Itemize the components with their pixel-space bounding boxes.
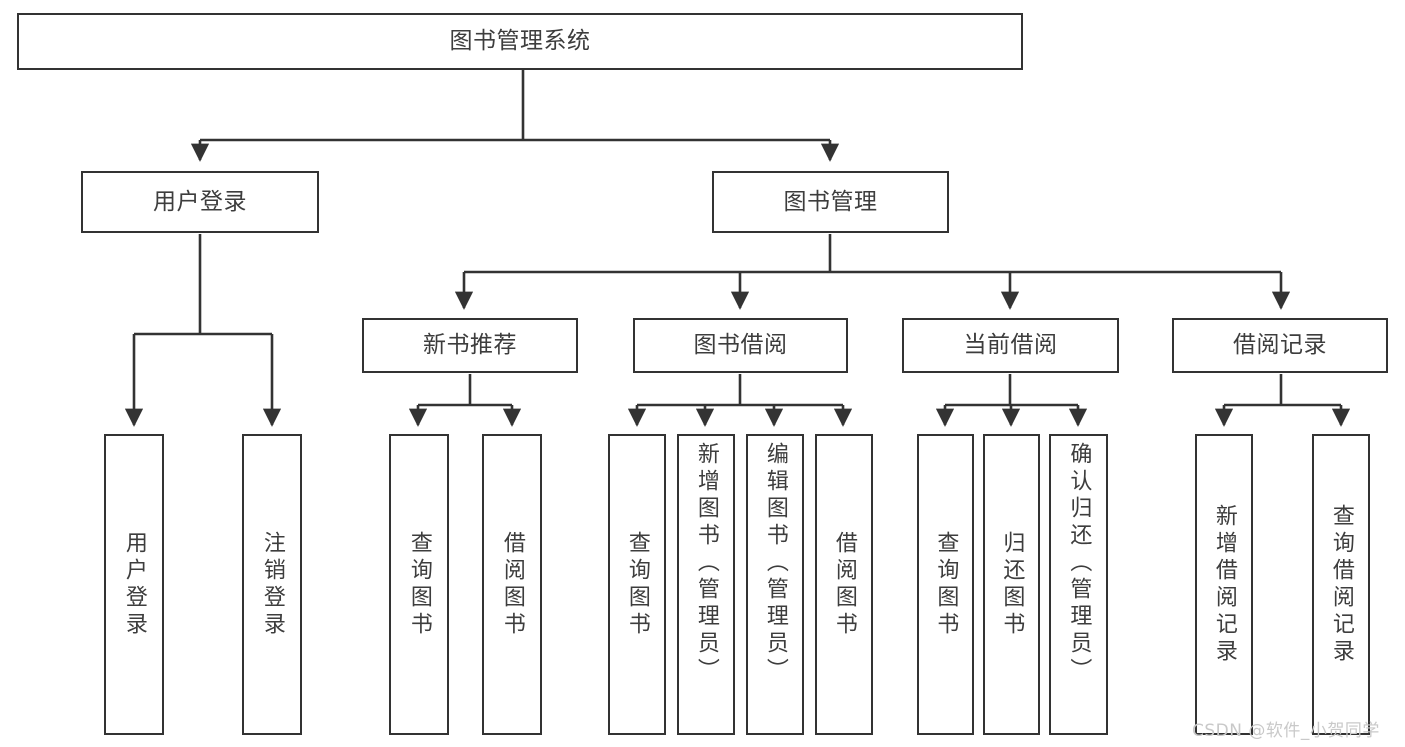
node-root-label: 图书管理系统 bbox=[449, 28, 591, 55]
node-new-book-recommend[interactable]: 新书推荐 bbox=[362, 318, 578, 373]
node-new-book-recommend-label: 新书推荐 bbox=[423, 332, 517, 359]
leaf-record-query[interactable]: 查询借阅记录 bbox=[1312, 434, 1370, 735]
leaf-borrow-add-book-label: 新增图书（管理员） bbox=[693, 442, 719, 685]
leaf-current-confirm-return[interactable]: 确认归还（管理员） bbox=[1049, 434, 1108, 735]
leaf-recommend-query-book-label: 查询图书 bbox=[406, 530, 432, 639]
leaf-borrow-borrow-book[interactable]: 借阅图书 bbox=[815, 434, 873, 735]
leaf-borrow-add-book[interactable]: 新增图书（管理员） bbox=[677, 434, 735, 735]
leaf-recommend-query-book[interactable]: 查询图书 bbox=[389, 434, 449, 735]
node-book-manage[interactable]: 图书管理 bbox=[712, 171, 949, 233]
node-book-borrow-label: 图书借阅 bbox=[693, 332, 788, 359]
leaf-current-confirm-return-label: 确认归还（管理员） bbox=[1066, 442, 1092, 685]
node-book-manage-label: 图书管理 bbox=[783, 188, 878, 215]
node-book-borrow[interactable]: 图书借阅 bbox=[633, 318, 848, 373]
node-user-login-label: 用户登录 bbox=[153, 188, 247, 215]
leaf-record-query-label: 查询借阅记录 bbox=[1328, 503, 1354, 666]
leaf-record-add-label: 新增借阅记录 bbox=[1211, 503, 1237, 666]
leaf-current-query-book-label: 查询图书 bbox=[933, 530, 959, 639]
node-borrow-record[interactable]: 借阅记录 bbox=[1172, 318, 1388, 373]
leaf-current-return-book-label: 归还图书 bbox=[999, 530, 1025, 639]
csdn-watermark: CSDN @软件_小贺同学 bbox=[1192, 721, 1380, 741]
leaf-record-add[interactable]: 新增借阅记录 bbox=[1195, 434, 1253, 735]
leaf-logout-label: 注销登录 bbox=[259, 530, 285, 639]
node-user-login[interactable]: 用户登录 bbox=[81, 171, 319, 233]
leaf-borrow-edit-book-label: 编辑图书（管理员） bbox=[762, 442, 788, 685]
node-borrow-record-label: 借阅记录 bbox=[1233, 332, 1327, 359]
node-current-borrow[interactable]: 当前借阅 bbox=[902, 318, 1119, 373]
leaf-current-query-book[interactable]: 查询图书 bbox=[917, 434, 974, 735]
leaf-logout[interactable]: 注销登录 bbox=[242, 434, 302, 735]
leaf-user-login[interactable]: 用户登录 bbox=[104, 434, 164, 735]
leaf-current-return-book[interactable]: 归还图书 bbox=[983, 434, 1040, 735]
leaf-borrow-edit-book[interactable]: 编辑图书（管理员） bbox=[746, 434, 804, 735]
node-root[interactable]: 图书管理系统 bbox=[17, 13, 1023, 70]
leaf-borrow-query-book[interactable]: 查询图书 bbox=[608, 434, 666, 735]
leaf-recommend-borrow-book-label: 借阅图书 bbox=[499, 530, 525, 639]
leaf-borrow-query-book-label: 查询图书 bbox=[624, 530, 650, 639]
leaf-recommend-borrow-book[interactable]: 借阅图书 bbox=[482, 434, 542, 735]
leaf-borrow-borrow-book-label: 借阅图书 bbox=[831, 530, 857, 639]
node-current-borrow-label: 当前借阅 bbox=[963, 332, 1058, 359]
leaf-user-login-label: 用户登录 bbox=[121, 530, 147, 639]
